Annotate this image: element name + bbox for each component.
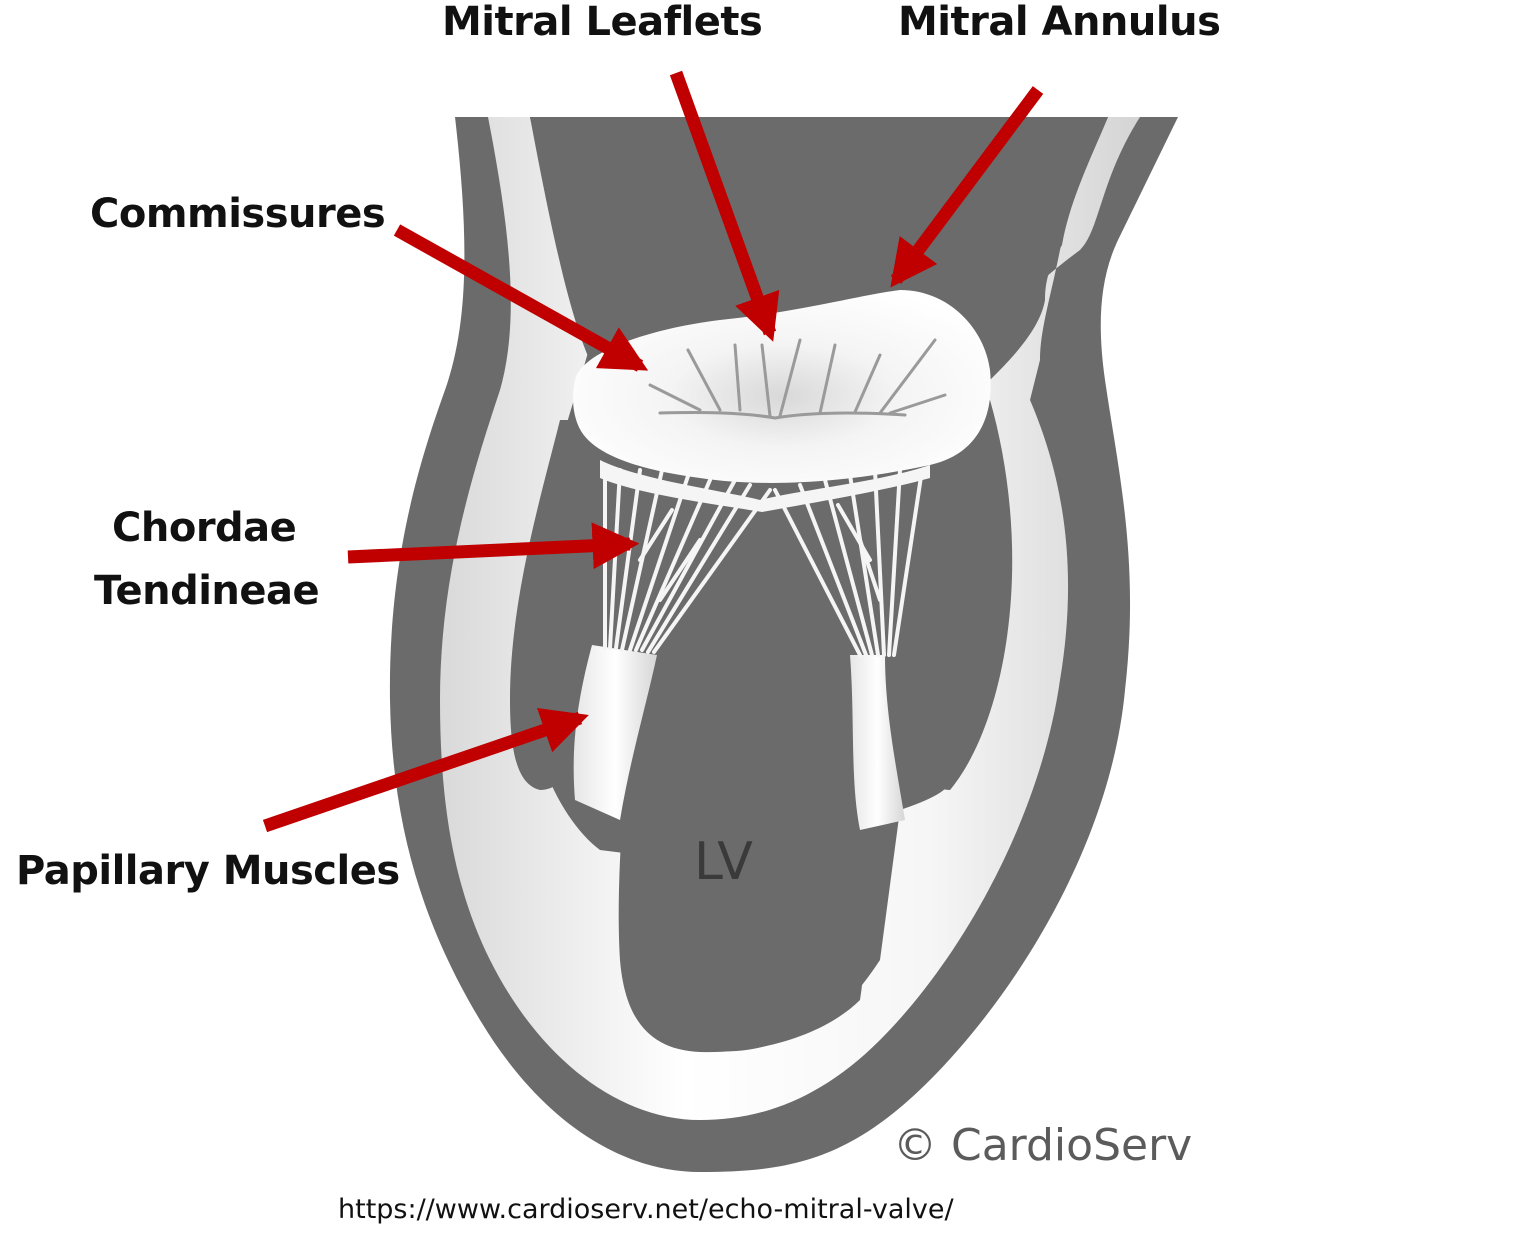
arrow-commissures: [393, 224, 649, 372]
myocardial-wall: [440, 117, 1140, 1120]
label-chordae: Chordae: [112, 505, 297, 551]
chordae-tendineae-right: [773, 468, 924, 657]
label-lv: LV: [694, 832, 753, 892]
annotation-arrows: [262, 70, 1044, 833]
copyright-notice: © CardioServ: [893, 1120, 1193, 1171]
mitral-valve: [573, 290, 991, 483]
label-mitral-annulus: Mitral Annulus: [898, 0, 1221, 45]
chordae-web: [600, 460, 930, 512]
label-mitral-leaflets: Mitral Leaflets: [442, 0, 763, 45]
arrow-chordae-tendineae: [347, 522, 640, 570]
arrow-mitral-annulus: [890, 86, 1044, 288]
lateral-cavity-right: [928, 400, 1013, 790]
papillary-muscle-right: [850, 655, 905, 830]
papillary-muscle-left: [573, 645, 657, 820]
label-commissures: Commissures: [90, 191, 386, 237]
lv-cavity: [618, 499, 866, 1053]
arrow-mitral-leaflets: [669, 70, 780, 342]
label-tendineae: Tendineae: [94, 568, 320, 614]
arrow-papillary-muscles: [262, 708, 589, 833]
lateral-cavity-left: [510, 420, 598, 790]
label-papillary-muscles: Papillary Muscles: [16, 848, 400, 894]
leaflet-folds: [648, 338, 947, 420]
source-url: https://www.cardioserv.net/echo-mitral-v…: [338, 1194, 954, 1225]
